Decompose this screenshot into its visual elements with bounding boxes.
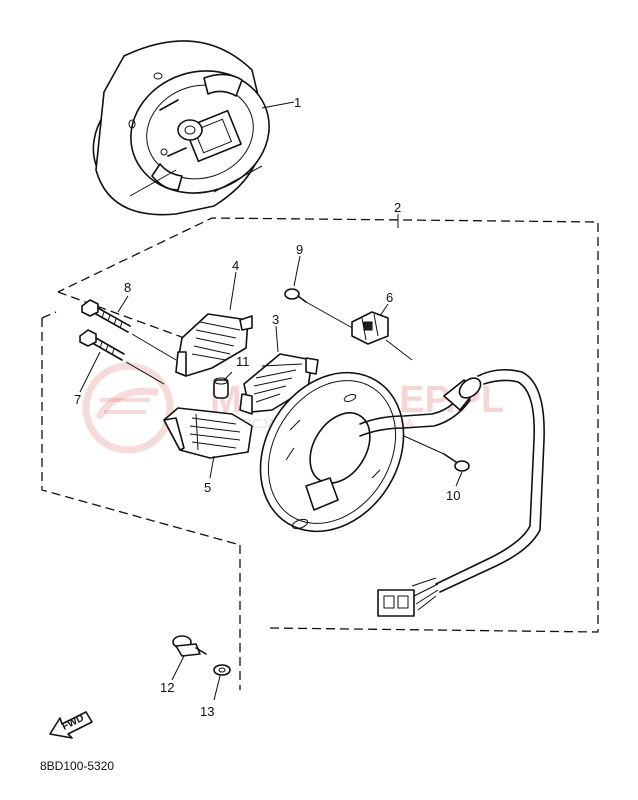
assembly-boundary-inner [41,291,213,349]
assembly-boundary [41,217,599,690]
callout-7: 7 [74,392,81,407]
stator-base-plate [259,371,405,533]
screw-7-path [125,361,165,385]
callout-12: 12 [160,680,174,695]
callout-4: 4 [232,258,239,273]
leader-5 [209,455,215,479]
leader-11 [223,371,233,381]
leader-1 [261,101,295,109]
watermark-logo [82,362,174,454]
callout-1: 1 [294,95,301,110]
clamp-path [385,339,413,361]
stator-coil [239,353,319,415]
callout-13: 13 [200,704,214,719]
screw-9 [284,288,307,303]
forward-direction-arrow-icon [49,711,93,739]
leader-9 [293,255,301,287]
clamp [351,311,389,345]
callout-11: 11 [236,354,250,369]
leader-3 [275,325,279,353]
callout-6: 6 [386,290,393,305]
leader-4 [229,271,237,311]
leader-10 [455,471,463,487]
callout-9: 9 [296,242,303,257]
callout-3: 3 [272,312,279,327]
screw-10 [443,453,470,472]
callout-8: 8 [124,280,131,295]
leader-7 [79,351,101,393]
wire-harness [359,368,545,611]
drawing-code: 8BD100-5320 [40,759,114,773]
leader-12 [171,655,185,681]
pickup-coil-lower [163,407,253,459]
wire-connector [377,589,415,617]
screw-7 [79,329,125,361]
flywheel-rotor [92,40,270,216]
leader-6 [379,303,389,317]
pickup-coil-upper [175,313,253,377]
callout-5: 5 [204,480,211,495]
callout-2: 2 [394,200,401,215]
collar [213,377,229,399]
screw-10-path [403,435,445,455]
screw-9-path [305,301,357,331]
bolt-8 [81,299,131,333]
leader-13 [213,675,221,701]
callout-10: 10 [446,488,460,503]
rotor-guide-line [129,165,263,197]
washer-13 [213,664,231,676]
leader-8 [117,295,129,313]
bolt-8-path [131,333,177,361]
bolt-12 [172,635,207,657]
